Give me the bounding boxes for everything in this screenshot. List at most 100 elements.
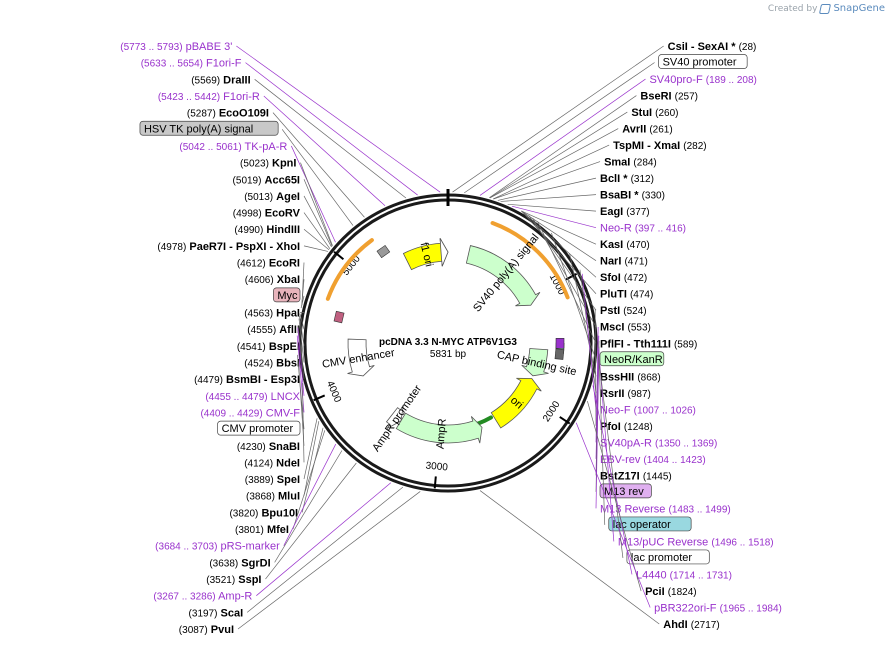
label-name: MfeI — [267, 524, 289, 536]
label-text: MscI (553) — [600, 322, 651, 334]
label-text: StuI (260) — [631, 107, 678, 119]
label-position: (4978) — [157, 242, 186, 253]
label-text: (4541) BspEI — [237, 341, 300, 353]
label-text: (4409 .. 4429) CMV-F — [200, 407, 300, 419]
label-text: (3684 .. 3703) pRS-marker — [155, 541, 280, 553]
label-position: (1714 .. 1731) — [670, 570, 732, 581]
label-name: Bpu10I — [261, 507, 298, 519]
label-text: (4978) PaeR7I - PspXI - XhoI — [157, 241, 300, 253]
label-name: SpeI — [277, 474, 300, 486]
label-position: (1404 .. 1423) — [643, 455, 705, 466]
label-text: (5042 .. 5061) TK-pA-R — [179, 141, 287, 153]
label-text: TspMI - XmaI (282) — [613, 140, 706, 152]
label-connector — [533, 218, 596, 327]
label-text: CsiI - SexAI * (28) — [668, 41, 757, 53]
label-connector — [304, 421, 319, 496]
label-position: (553) — [628, 323, 651, 334]
label-position: (5423 .. 5442) — [158, 92, 220, 103]
label-text: (3868) MluI — [246, 491, 300, 503]
label-text: pBR322ori-F (1965 .. 1984) — [654, 602, 782, 614]
label-text: BssHII (868) — [600, 371, 661, 383]
label-text: (3801) MfeI — [235, 524, 289, 536]
label-position: (3801) — [235, 525, 264, 536]
label-name: BsaBI * — [600, 190, 639, 202]
label-name: pBABE 3' — [186, 41, 233, 53]
label-text: (3889) SpeI — [245, 474, 300, 486]
label-name: BbsI — [276, 357, 300, 369]
label-position: (987) — [628, 389, 651, 400]
label-name: AvrII — [622, 124, 646, 136]
label-position: (3087) — [179, 625, 208, 636]
plasmid-length: 5831 bp — [430, 349, 467, 360]
label-text: (4998) EcoRV — [233, 208, 301, 220]
label-position: (4555) — [247, 325, 276, 336]
label-position: (5019) — [233, 175, 262, 186]
credit-prefix: Created by — [768, 4, 818, 14]
label-text: (4124) NdeI — [244, 457, 300, 469]
label-name: MscI — [600, 322, 624, 334]
label-name: BseRI — [640, 91, 671, 103]
label-text: Neo-F (1007 .. 1026) — [600, 404, 696, 416]
label-position: (5569) — [191, 75, 220, 86]
label-name: Amp-R — [218, 591, 252, 603]
label-name: BsmBI - Esp3I — [226, 374, 300, 386]
label-name: PluTI — [600, 289, 627, 301]
label-position: (4541) — [237, 342, 266, 353]
label-position: (1350 .. 1369) — [655, 438, 717, 449]
label-text: PstI (524) — [600, 305, 647, 317]
label-text: (3820) Bpu10I — [229, 507, 298, 519]
label-text: BclI * (312) — [600, 173, 654, 185]
label-position: (3820) — [229, 508, 258, 519]
label-name: XbaI — [277, 274, 300, 286]
label-text: PfoI (1248) — [600, 421, 653, 433]
label-position: (471) — [624, 257, 647, 268]
label-name: EcoRV — [265, 208, 301, 220]
label-position: (3868) — [246, 492, 275, 503]
label-text: (5013) AgeI — [244, 191, 300, 203]
label-connector — [508, 204, 596, 211]
feature-box-label[interactable]: Myc — [273, 288, 304, 308]
label-position: (5023) — [240, 159, 269, 170]
label-position: (5287) — [187, 109, 216, 120]
label-name: PfoI — [600, 421, 621, 433]
feature-box-text: HSV TK poly(A) signal — [144, 123, 253, 135]
label-text: PflFI - Tth111I (589) — [600, 338, 697, 350]
label-name: BspEI — [269, 341, 300, 353]
ruler-tick — [435, 476, 436, 488]
label-position: (472) — [624, 273, 647, 284]
label-name: M13/pUC Reverse — [618, 536, 708, 548]
label-position: (1248) — [624, 422, 653, 433]
label-position: (282) — [683, 141, 706, 152]
label-name: NarI — [600, 256, 621, 268]
label-position: (4524) — [244, 358, 273, 369]
feature-glyph — [377, 245, 390, 257]
label-position: (2717) — [691, 620, 720, 631]
label-connector — [304, 418, 317, 479]
snapgene-credit: Created by SnapGene — [768, 3, 885, 14]
label-text: L4440 (1714 .. 1731) — [636, 569, 732, 581]
label-name: L4440 — [636, 569, 667, 581]
label-text: SV40pro-F (189 .. 208) — [649, 74, 756, 86]
label-position: (28) — [739, 42, 757, 53]
feature-glyph — [556, 338, 564, 348]
restriction-site-label[interactable]: (4563) HpaI — [244, 308, 304, 320]
label-position: (4124) — [244, 458, 273, 469]
label-position: (261) — [649, 125, 672, 136]
label-position: (330) — [642, 191, 665, 202]
restriction-site-label[interactable]: BsaBI * (330) — [501, 190, 665, 202]
label-position: (1965 .. 1984) — [720, 603, 782, 614]
label-name: MluI — [278, 491, 300, 503]
label-text: BsaBI * (330) — [600, 190, 665, 202]
label-name: SspI — [238, 574, 261, 586]
label-name: PaeR7I - PspXI - XhoI — [189, 241, 300, 253]
restriction-site-label[interactable]: (4978) PaeR7I - PspXI - XhoI — [157, 241, 328, 253]
label-connector — [529, 215, 596, 310]
label-position: (4606) — [245, 275, 274, 286]
label-position: (5042 .. 5061) — [179, 142, 241, 153]
label-text: (4479) BsmBI - Esp3I — [194, 374, 300, 386]
label-name: PstI — [600, 305, 620, 317]
label-connector — [304, 179, 332, 246]
feature-label: AmpR — [434, 418, 448, 449]
label-name: StuI — [631, 107, 652, 119]
